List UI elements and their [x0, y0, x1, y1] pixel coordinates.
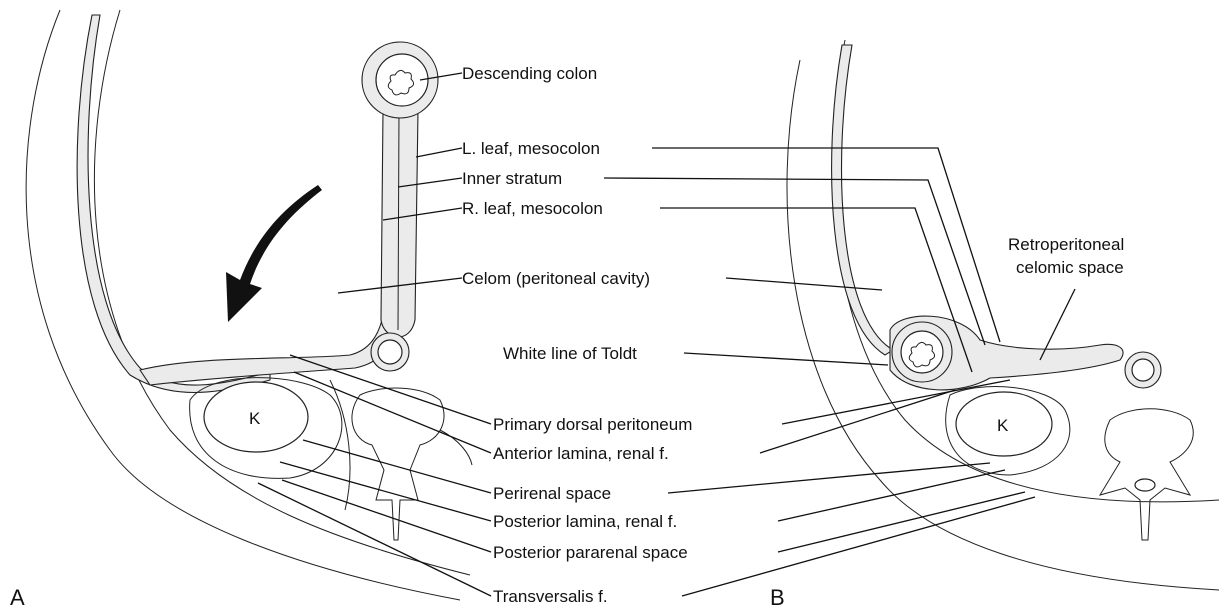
label-celom: Celom (peritoneal cavity): [462, 269, 650, 288]
psoas-line-a: [439, 429, 473, 466]
kidney-a: [203, 381, 309, 453]
panel-a-anatomy: K: [25, 9, 473, 601]
label-transversalis: Transversalis f.: [493, 587, 608, 606]
label-descending-colon: Descending colon: [462, 64, 597, 83]
leader-perirenal-b: [667, 462, 991, 494]
leader-descending-colon: [419, 72, 463, 81]
kidney-label-a: K: [249, 409, 261, 428]
leader-retroperitoneal: [1039, 288, 1076, 361]
label-perirenal-space: Perirenal space: [493, 484, 611, 503]
label-inner-stratum: Inner stratum: [462, 169, 562, 188]
leader-posterior-pararenal-a: [281, 479, 492, 553]
inner-stratum-line-a: [397, 109, 400, 331]
labels: Descending colon L. leaf, mesocolon Inne…: [10, 64, 1124, 610]
vertebra-b: [1098, 408, 1194, 541]
label-posterior-pararenal: Posterior pararenal space: [493, 543, 688, 562]
vertebra-a: [351, 387, 445, 541]
kidney-b: [955, 391, 1053, 457]
leader-lines: [257, 72, 1076, 597]
leader-inner-stratum-b: [603, 177, 986, 346]
panel-label-b: B: [770, 585, 785, 610]
fused-mesocolon-band-b: [889, 315, 1124, 391]
leader-celom-a: [337, 277, 463, 294]
colon-mucosa-b: [908, 341, 936, 368]
leader-celom-b: [725, 277, 883, 291]
label-celomic-space: celomic space: [1016, 258, 1124, 277]
leader-r-leaf-a: [382, 207, 463, 221]
kidney-label-b: K: [997, 416, 1009, 435]
leader-white-line-toldt: [683, 352, 889, 366]
leader-l-leaf-a: [415, 147, 463, 158]
perirenal-envelope-b: [945, 386, 1071, 476]
vessel-lumen-a: [377, 339, 403, 365]
leader-r-leaf-b: [660, 207, 973, 373]
descending-colon-lumen-a: [375, 53, 429, 107]
label-primary-dorsal-peritoneum: Primary dorsal peritoneum: [493, 415, 692, 434]
spinal-canal-b: [1134, 478, 1156, 492]
descending-colon-lumen-b: [900, 330, 944, 374]
psoas-curve-a: [329, 379, 351, 511]
label-anterior-lamina: Anterior lamina, renal f.: [493, 444, 669, 463]
leader-posterior-lamina-b: [777, 469, 1006, 522]
transversalis-curve-a: [93, 9, 471, 576]
parietal-peritoneum-b: [831, 44, 895, 356]
leader-primary-dorsal-a: [289, 354, 492, 425]
perirenal-envelope-a: [189, 377, 343, 479]
leader-transversalis-a: [257, 482, 492, 597]
mesocolon-stalk-a: [380, 109, 419, 338]
label-white-line-toldt: White line of Toldt: [503, 344, 637, 363]
leader-perirenal-a: [302, 439, 492, 494]
label-retroperitoneal: Retroperitoneal: [1008, 235, 1124, 254]
leader-l-leaf-b: [652, 147, 1001, 343]
leader-primary-dorsal-b: [781, 379, 1011, 425]
leader-anterior-lamina-b: [759, 389, 956, 454]
label-l-leaf-mesocolon: L. leaf, mesocolon: [462, 139, 600, 158]
body-wall-outer-a: [25, 9, 461, 601]
leader-posterior-lamina-a: [279, 461, 492, 522]
leader-anterior-lamina-a: [293, 371, 492, 454]
parietal-peritoneum-a: [76, 14, 271, 393]
leader-inner-stratum-a: [397, 177, 463, 188]
body-wall-outer-b: [786, 59, 1219, 591]
colon-mucosa-a: [387, 69, 415, 96]
leader-posterior-pararenal-b: [777, 491, 1026, 553]
panel-label-a: A: [10, 585, 25, 610]
label-r-leaf-mesocolon: R. leaf, mesocolon: [462, 199, 603, 218]
rotation-arrow-icon: [226, 185, 322, 322]
label-posterior-lamina: Posterior lamina, renal f.: [493, 512, 677, 531]
panel-b-anatomy: K: [786, 39, 1219, 591]
leader-transversalis-b: [681, 496, 1036, 597]
vessel-lumen-b: [1131, 358, 1155, 382]
